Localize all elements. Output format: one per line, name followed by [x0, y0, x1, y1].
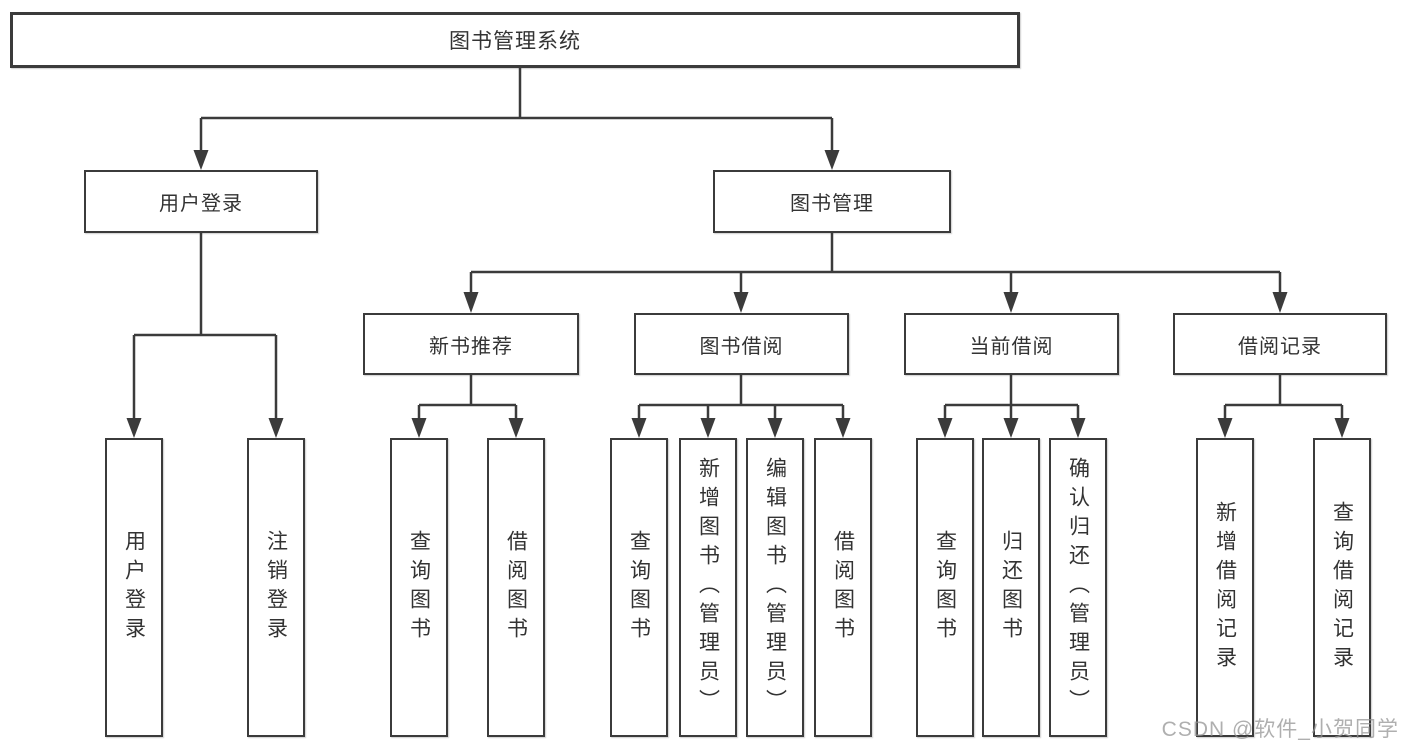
connector-book-borrow-to-leaves — [631, 375, 851, 438]
node-borrow-records-label: 借阅记录 — [1238, 335, 1322, 358]
leaf-borrow-books-recommend: 借阅图书 — [487, 438, 545, 737]
leaf-query-borrow-record-label: 查询借阅记录 — [1330, 500, 1354, 675]
node-root-label: 图书管理系统 — [449, 30, 581, 53]
leaf-borrow-books: 借阅图书 — [814, 438, 872, 737]
node-new-book-recommend: 新书推荐 — [363, 313, 579, 375]
node-book-management-label: 图书管理 — [790, 193, 874, 215]
leaf-confirm-return-admin: 确认归还（管理员） — [1049, 438, 1107, 737]
leaf-logout-login: 注销登录 — [247, 438, 305, 737]
node-book-management: 图书管理 — [713, 170, 951, 233]
leaf-edit-books-admin-label: 编辑图书（管理员） — [763, 457, 787, 718]
leaf-borrow-books-recommend-label: 借阅图书 — [504, 529, 528, 646]
node-user-login-label: 用户登录 — [159, 193, 243, 215]
leaf-query-books-current-label: 查询图书 — [933, 529, 957, 646]
node-book-borrow: 图书借阅 — [634, 313, 849, 375]
leaf-user-login-label: 用户登录 — [122, 529, 146, 646]
connector-current-borrow-to-leaves — [937, 375, 1086, 438]
leaf-logout-login-label: 注销登录 — [264, 529, 288, 646]
leaf-query-books-borrow: 查询图书 — [610, 438, 668, 737]
node-borrow-records: 借阅记录 — [1173, 313, 1387, 375]
leaf-edit-books-admin: 编辑图书（管理员） — [746, 438, 804, 737]
leaf-confirm-return-admin-label: 确认归还（管理员） — [1066, 457, 1090, 718]
connector-borrow-records-to-leaves — [1217, 375, 1350, 438]
node-new-book-recommend-label: 新书推荐 — [429, 335, 513, 358]
node-book-borrow-label: 图书借阅 — [699, 335, 784, 358]
leaf-user-login: 用户登录 — [105, 438, 163, 737]
leaf-query-books-recommend-label: 查询图书 — [407, 529, 431, 646]
leaf-query-books-borrow-label: 查询图书 — [627, 529, 651, 646]
node-current-borrow: 当前借阅 — [904, 313, 1119, 375]
leaf-add-borrow-record-label: 新增借阅记录 — [1213, 500, 1237, 675]
leaf-query-books-current: 查询图书 — [916, 438, 974, 737]
leaf-return-books: 归还图书 — [982, 438, 1040, 737]
leaf-add-books-admin: 新增图书（管理员） — [679, 438, 737, 737]
connector-new-book-recommend-to-leaves — [411, 375, 524, 438]
node-user-login: 用户登录 — [84, 170, 318, 233]
connector-root-to-level2 — [193, 68, 840, 170]
connector-user-login-to-leaves — [126, 233, 284, 438]
node-root: 图书管理系统 — [10, 12, 1020, 68]
leaf-return-books-label: 归还图书 — [999, 529, 1023, 646]
leaf-query-borrow-record: 查询借阅记录 — [1313, 438, 1371, 737]
node-current-borrow-label: 当前借阅 — [969, 335, 1054, 358]
connector-book-management-to-level3 — [463, 233, 1288, 313]
leaf-query-books-recommend: 查询图书 — [390, 438, 448, 737]
leaf-add-borrow-record: 新增借阅记录 — [1196, 438, 1254, 737]
csdn-watermark: CSDN @软件_小贺同学 — [1161, 718, 1399, 741]
leaf-borrow-books-label: 借阅图书 — [831, 529, 855, 646]
leaf-add-books-admin-label: 新增图书（管理员） — [696, 457, 720, 718]
